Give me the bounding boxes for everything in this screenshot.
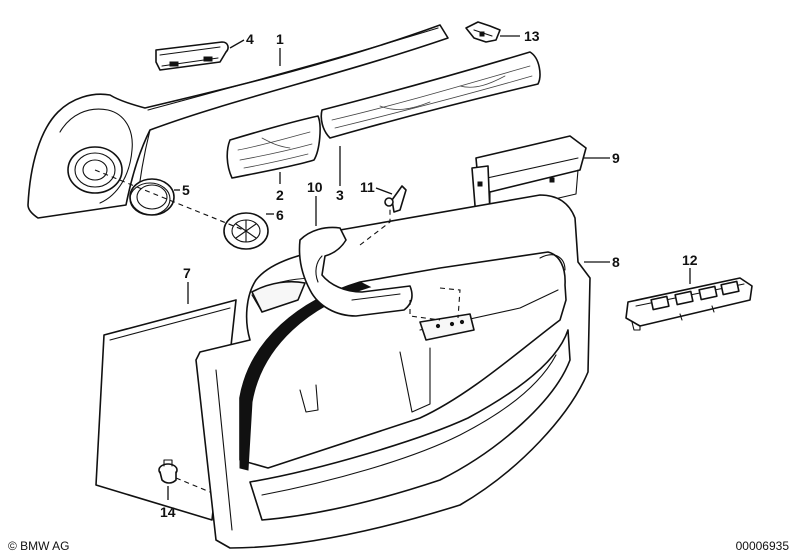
part-main-door-panel[interactable] (195, 194, 591, 549)
callout-12: 12 (682, 252, 698, 268)
copyright-label: © BMW AG (8, 539, 70, 553)
leader-lines (167, 35, 691, 500)
callout-9: 9 (612, 150, 620, 166)
callout-8: 8 (612, 254, 620, 270)
callout-7: 7 (183, 265, 191, 281)
assembly-lines (94, 169, 461, 493)
part-wood-trim-long[interactable] (320, 51, 541, 139)
callouts: 1 2 3 4 5 6 7 8 9 10 11 12 13 14 (160, 28, 698, 520)
part-push-fastener[interactable] (158, 459, 178, 484)
callout-13: 13 (524, 28, 540, 44)
callout-11: 11 (360, 179, 375, 195)
part-window-switch-frame[interactable] (625, 277, 753, 331)
callout-10: 10 (307, 179, 323, 195)
part-wood-trim-short[interactable] (226, 115, 321, 179)
callout-1: 1 (276, 31, 284, 47)
callout-2: 2 (276, 187, 284, 203)
part-clip-13[interactable] (465, 21, 501, 43)
callout-4: 4 (246, 31, 254, 47)
part-clip-11[interactable] (384, 185, 407, 213)
callout-14: 14 (160, 504, 176, 520)
part-handle-cup[interactable] (155, 41, 229, 71)
part-door-pull-handle[interactable] (298, 226, 413, 317)
callout-5: 5 (182, 182, 190, 198)
callout-6: 6 (276, 207, 284, 223)
part-speaker-ring[interactable] (129, 178, 175, 216)
callout-3: 3 (336, 187, 344, 203)
diagram-number-label: 00006935 (735, 539, 789, 553)
